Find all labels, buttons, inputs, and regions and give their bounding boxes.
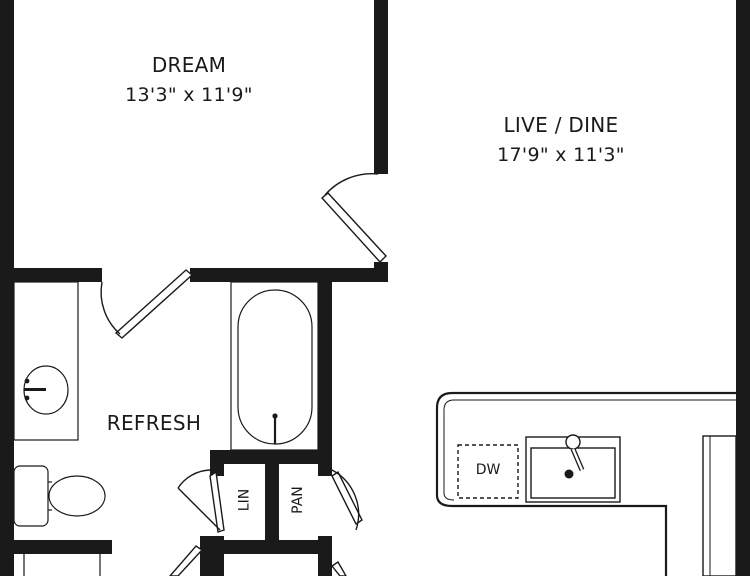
toilet [13, 465, 106, 527]
wall-closet-bottom [210, 540, 332, 554]
wall-dream-bottom-left [0, 268, 102, 282]
wall-closet-left-low [200, 536, 224, 576]
doors [100, 172, 387, 576]
room-dims-live-dine: 17'9" x 11'3" [497, 144, 625, 166]
kitchen-counter-inner [443, 399, 736, 501]
wall-bath-bottom [0, 540, 112, 554]
door-pantry [331, 469, 363, 531]
pantry-label: PAN [290, 486, 306, 514]
wall-right-exterior [736, 0, 750, 576]
vanity-counter [13, 281, 79, 441]
kitchen-counter [435, 391, 736, 576]
room-name-refresh: REFRESH [106, 411, 202, 435]
wall-closet-right-low [318, 536, 332, 576]
linen-closet-label: LIN [236, 488, 253, 512]
wall-dream-bottom-right [190, 268, 388, 282]
room-name-live-dine: LIVE / DINE [503, 113, 619, 137]
wall-dream-live-divider [374, 0, 388, 174]
wall-left-exterior [0, 0, 14, 576]
room-name-dream: DREAM [151, 53, 227, 77]
bath-fixtures [13, 281, 319, 576]
room-dims-dream: 13'3" x 11'9" [125, 84, 253, 106]
sink-faucet-icon [564, 434, 585, 479]
door-dream-bath [100, 269, 194, 339]
tub-drain-icon [272, 413, 278, 444]
wall-bath-right [318, 280, 332, 450]
door-linen [177, 469, 225, 533]
faucet-icon [24, 378, 46, 401]
door-lower-left [169, 545, 204, 576]
door-lower-right [330, 561, 347, 576]
tall-cabinet [702, 435, 737, 576]
dishwasher [457, 444, 519, 499]
kitchen [435, 391, 737, 576]
wall-closet-left [210, 450, 224, 476]
wall-closet-right [318, 450, 332, 476]
wall-corner-stub [374, 262, 388, 282]
wall-closet-divider [265, 450, 279, 542]
bathtub [230, 281, 319, 451]
door-dream-live [320, 172, 387, 264]
dishwasher-label: DW [475, 462, 501, 478]
